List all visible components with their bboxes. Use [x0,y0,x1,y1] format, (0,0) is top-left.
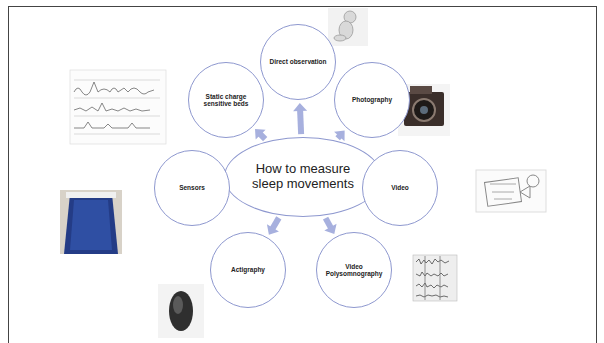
method-label: Actigraphy [231,266,265,273]
method-label: Video Polysomnography [323,263,385,278]
arrow-shaft [272,218,278,229]
block-arrow [324,218,336,234]
method-circle: Actigraphy [210,232,286,308]
arrow-head [255,129,266,140]
block-arrow [267,218,279,235]
method-circle: Video [362,150,438,226]
frame [9,7,597,343]
block-arrow [293,103,307,134]
method-circle: Video Polysomnography [316,232,392,308]
sensor-mattress-photo [60,190,122,254]
center-title: How to measure sleep movements [247,162,359,192]
method-circle: Sensors [154,150,230,226]
method-label: Sensors [179,184,205,191]
arrow-shaft [300,110,301,134]
center-ellipse: How to measure sleep movements [224,137,382,217]
method-circle: Static charge sensitive beds [188,62,264,138]
video-icon [476,170,546,212]
method-circle: Photography [334,62,410,138]
arrow-shaft [260,134,265,139]
method-circle: Direct observation [260,24,336,100]
block-arrow [255,129,266,140]
arrow-head [293,103,307,111]
method-label: Direct observation [269,58,326,65]
method-label: Photography [352,96,392,103]
block-arrow [334,131,345,142]
arrow-head [334,131,345,142]
polysomnography-trace [413,255,457,301]
baby-figure [328,8,368,46]
method-label: Static charge sensitive beds [195,93,257,108]
arrow-head [324,224,336,234]
method-label: Video [391,184,409,191]
scsb-trace [70,70,166,144]
arrow-shaft [326,218,331,228]
arrow-head [267,224,279,234]
actigraph-device [158,284,204,338]
